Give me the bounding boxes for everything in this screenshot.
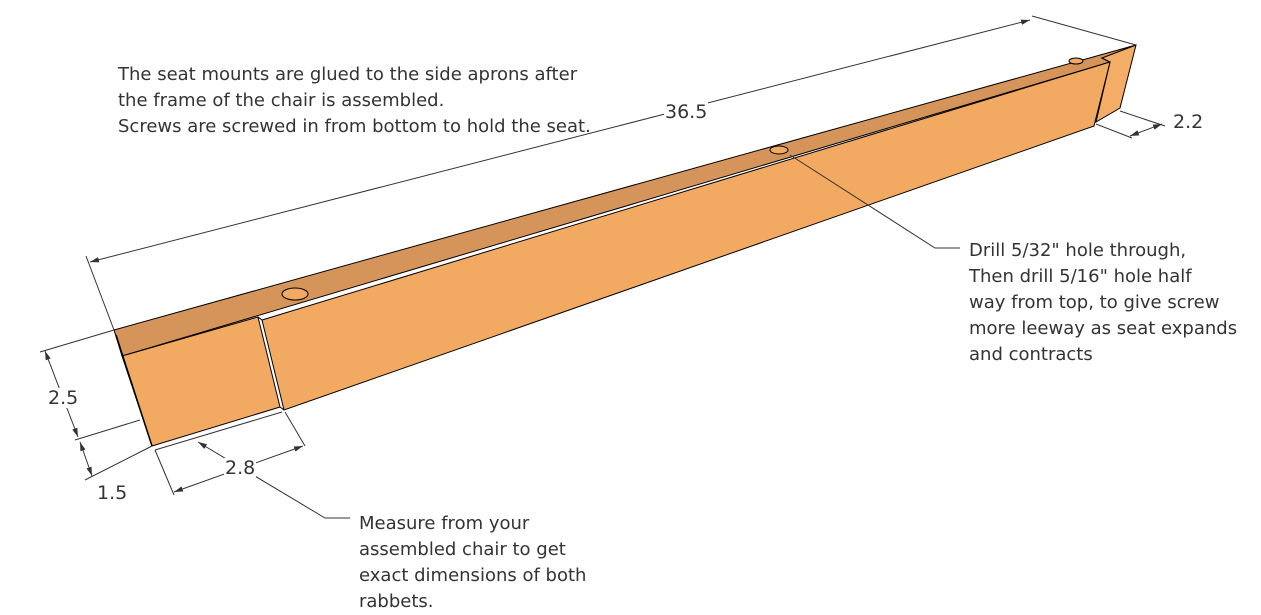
dimension-end-width: 2.2: [1172, 111, 1205, 133]
dimension-thickness: 1.5: [97, 482, 128, 504]
dimension-rabbet-length: 2.8: [224, 457, 257, 479]
drill-note: Drill 5/32" hole through, Then drill 5/1…: [969, 238, 1237, 368]
screw-hole: [1068, 57, 1084, 65]
note-line: Then drill 5/16" hole half: [969, 266, 1192, 287]
measure-note: Measure from your assembled chair to get…: [359, 511, 586, 615]
note-line: exact dimensions of both: [359, 565, 587, 586]
note-line: more leeway as seat expands: [969, 318, 1238, 339]
note-line: and contracts: [969, 344, 1093, 365]
screw-hole: [281, 287, 309, 301]
note-line: the frame of the chair is assembled.: [118, 90, 445, 111]
note-line: Measure from your: [359, 513, 530, 534]
note-line: way from top, to give screw: [969, 292, 1220, 313]
note-line: rabbets.: [359, 591, 434, 612]
note-line: assembled chair to get: [359, 539, 566, 560]
screw-hole: [769, 145, 789, 155]
note-line: Drill 5/32" hole through,: [969, 240, 1187, 261]
note-line: Screws are screwed in from bottom to hol…: [118, 116, 591, 137]
dimension-length: 36.5: [664, 101, 709, 123]
assembly-note: The seat mounts are glued to the side ap…: [118, 62, 591, 140]
note-line: The seat mounts are glued to the side ap…: [118, 64, 578, 85]
dimension-height: 2.5: [47, 387, 80, 409]
